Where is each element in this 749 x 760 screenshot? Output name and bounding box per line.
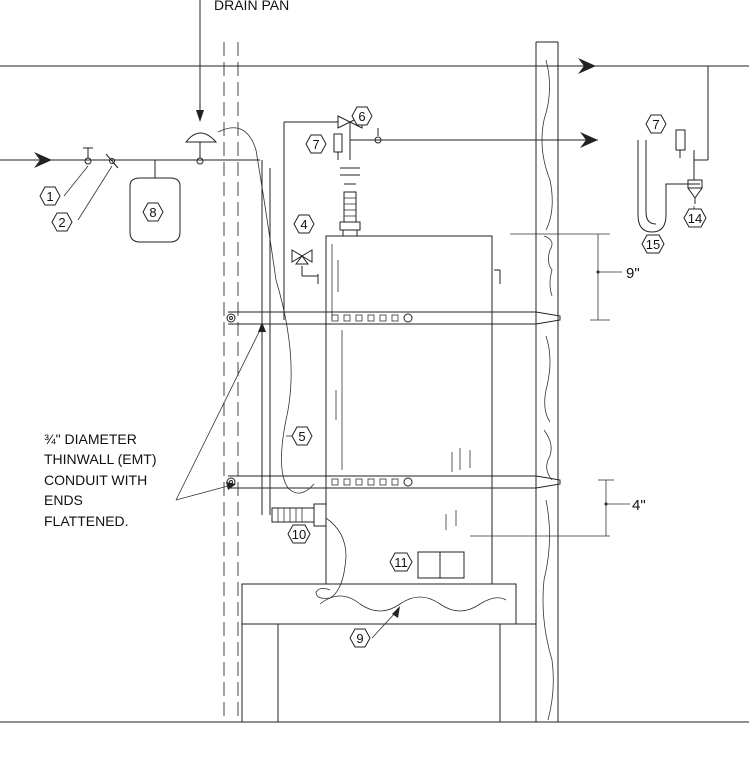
top-flow-arrow xyxy=(578,58,596,74)
note-line-1: ¾" DIAMETER xyxy=(44,431,137,447)
drain-pan xyxy=(241,583,517,625)
stand-leg-right xyxy=(499,623,537,723)
gas-valve-symbol xyxy=(291,249,303,263)
loop-trap xyxy=(637,140,700,233)
drain-pan-leader-arrow xyxy=(196,110,204,122)
tag-8: 8 xyxy=(142,202,164,222)
svg-text:2: 2 xyxy=(58,215,65,230)
water-heater-tank xyxy=(325,235,493,585)
dimension-4in: 4" xyxy=(632,497,646,514)
expansion-tank xyxy=(129,177,181,243)
svg-text:10: 10 xyxy=(292,527,306,542)
shutoff-valve-symbol xyxy=(84,157,92,165)
tag-6: 6 xyxy=(351,106,373,126)
drain-pan-label: DRAIN PAN xyxy=(214,0,289,13)
svg-text:4: 4 xyxy=(300,217,307,232)
hot-outlet-flow-arrow xyxy=(580,132,598,148)
tag-7-right: 7 xyxy=(645,114,667,134)
flex-connector xyxy=(315,517,347,599)
svg-text:6: 6 xyxy=(358,109,365,124)
drain-funnel xyxy=(184,132,218,143)
tag-4: 4 xyxy=(293,214,315,234)
tp-relief-valve xyxy=(337,115,352,129)
stand-leg-left xyxy=(241,623,279,723)
conduit-note: ¾" DIAMETER THINWALL (EMT) CONDUIT WITH … xyxy=(44,431,157,529)
tag-14: 14 xyxy=(683,208,707,228)
svg-text:9: 9 xyxy=(356,631,363,646)
upper-seismic-strap xyxy=(226,311,561,325)
tag-15: 15 xyxy=(641,234,665,254)
svg-text:11: 11 xyxy=(394,555,408,570)
note-line-3: CONDUIT WITH xyxy=(44,472,147,488)
pan-wave xyxy=(319,595,507,612)
note-line-5: FLATTENED. xyxy=(44,513,129,529)
tag-1: 1 xyxy=(39,186,61,206)
svg-text:1: 1 xyxy=(46,189,53,204)
tag-2: 2 xyxy=(51,212,73,232)
tag-7-left: 7 xyxy=(305,134,327,154)
vacuum-relief-valve xyxy=(333,133,343,153)
svg-text:5: 5 xyxy=(298,429,305,444)
dimension-9in: 9" xyxy=(626,265,640,282)
pressure-reducing-valve xyxy=(687,179,703,204)
check-valve-symbol xyxy=(105,153,119,169)
svg-text:15: 15 xyxy=(646,237,660,252)
svg-text:8: 8 xyxy=(149,205,156,220)
lower-seismic-strap xyxy=(226,475,561,489)
note-line-4: ENDS xyxy=(44,492,83,508)
control-box xyxy=(417,551,465,579)
wall-stud xyxy=(535,41,559,722)
tag-9: 9 xyxy=(349,628,371,648)
vacuum-relief-valve-right xyxy=(675,129,686,151)
svg-text:7: 7 xyxy=(312,137,319,152)
svg-text:14: 14 xyxy=(688,211,702,226)
inlet-flow-arrow xyxy=(34,152,52,168)
svg-text:7: 7 xyxy=(652,117,659,132)
note-line-2: THINWALL (EMT) xyxy=(44,451,157,467)
tag-5: 5 xyxy=(291,426,313,446)
tag-10: 10 xyxy=(287,524,311,544)
tag-11: 11 xyxy=(389,552,413,572)
dielectric-nipple xyxy=(343,191,357,223)
